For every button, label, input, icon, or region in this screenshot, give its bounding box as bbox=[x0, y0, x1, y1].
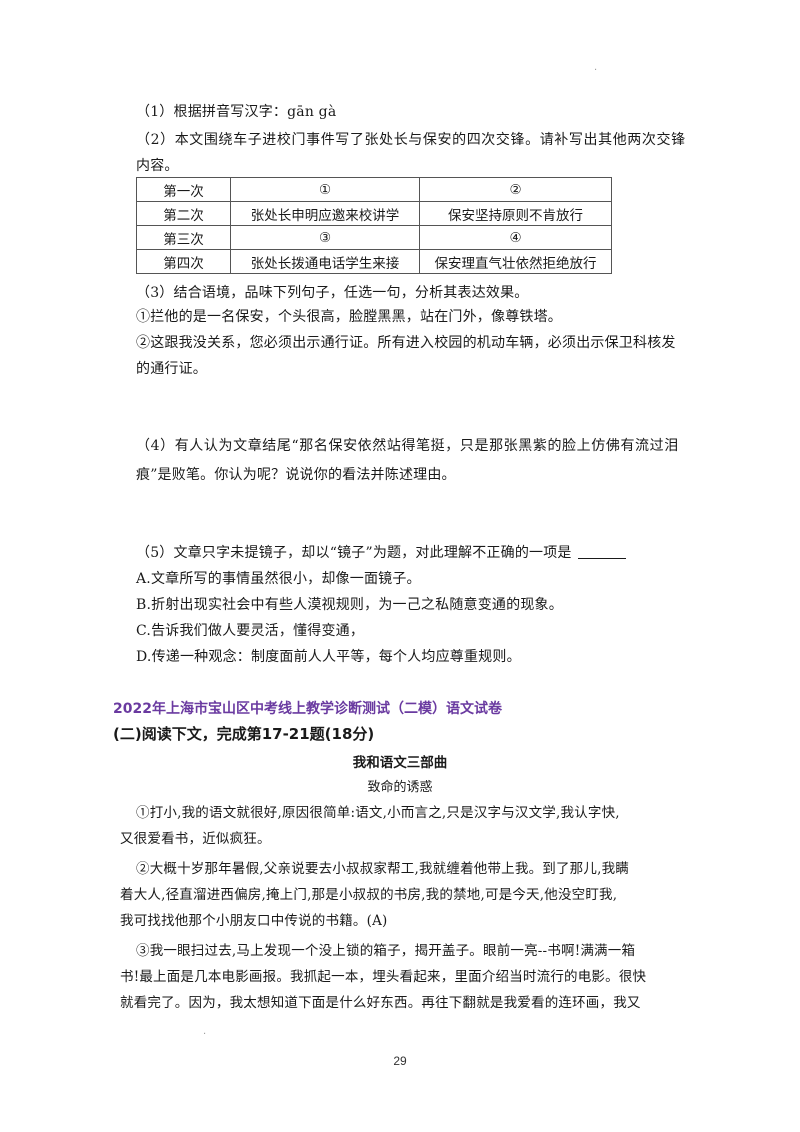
table-cell: 第三次 bbox=[136, 225, 231, 250]
article-line: ②大概十岁那年暑假,父亲说要去小叔叔家帮工,我就缠着他带上我。到了那儿,我瞒 bbox=[136, 861, 629, 877]
option-c: C.告诉我们做人要灵活，懂得变通， bbox=[136, 623, 365, 639]
question-2-line-2: 内容。 bbox=[136, 158, 179, 174]
question-1: （1）根据拼音写汉字：gān gà bbox=[136, 104, 337, 120]
answer-blank bbox=[577, 544, 626, 559]
scan-dot: . bbox=[203, 1026, 207, 1037]
table-cell: ② bbox=[419, 177, 612, 202]
table-row: 第三次 ③ ④ bbox=[136, 225, 612, 250]
article-line: ①打小,我的语文就很好,原因很简单:语文,小而言之,只是汉字与汉文学,我认字快, bbox=[136, 805, 620, 821]
article-line: 又很爱看书，近似疯狂。 bbox=[120, 831, 271, 847]
table-cell: 张处长拨通电话学生来接 bbox=[230, 249, 420, 274]
option-b: B.折射出现实社会中有些人漠视规则，为一己之私随意变通的现象。 bbox=[136, 597, 563, 613]
table-cell: 第一次 bbox=[136, 177, 231, 202]
table-cell: ③ bbox=[230, 225, 420, 250]
article-line: 着大人,径直溜进西偏房,掩上门,那是小叔叔的书房,我的禁地,可是今天,他没空盯我… bbox=[120, 887, 618, 903]
table-row: 第四次 张处长拨通电话学生来接 保安理直气壮依然拒绝放行 bbox=[136, 249, 612, 274]
question-5-text: （5）文章只字未提镜子，却以“镜子”为题，对此理解不正确的一项是 bbox=[136, 545, 572, 561]
exchange-table: 第一次 ① ② 第二次 张处长申明应邀来校讲学 保安坚持原则不肯放行 第三次 ③… bbox=[136, 177, 612, 274]
article-line: ③我一眼扫过去,马上发现一个没上锁的箱子，揭开盖子。眼前一亮--书啊!满满一箱 bbox=[136, 943, 636, 959]
question-5: （5）文章只字未提镜子，却以“镜子”为题，对此理解不正确的一项是 bbox=[136, 542, 626, 562]
article-line: 书!最上面是几本电影画报。我抓起一本，埋头看起来，里面介绍当时流行的电影。很快 bbox=[120, 969, 647, 985]
table-cell: 第四次 bbox=[136, 249, 231, 274]
question-4-line-2: 痕”是败笔。你认为呢？说说你的看法并陈述理由。 bbox=[136, 467, 456, 483]
question-3: （3）结合语境，品味下列句子，任选一句，分析其表达效果。 bbox=[136, 285, 529, 301]
exam-title: 2022年上海市宝山区中考线上教学诊断测试（二模）语文试卷 bbox=[113, 701, 502, 717]
table-row: 第一次 ① ② bbox=[136, 177, 612, 202]
article-title: 我和语文三部曲 bbox=[352, 755, 448, 771]
section-title: (二)阅读下文，完成第17-21题(18分) bbox=[113, 725, 375, 743]
article-line: 我可找找他那个小朋友口中传说的书籍。(A) bbox=[120, 913, 388, 929]
option-d: D.传递一种观念：制度面前人人平等，每个人均应尊重规则。 bbox=[136, 649, 521, 665]
scan-dot: . bbox=[594, 62, 598, 73]
article-line: 就看完了。因为，我太想知道下面是什么好东西。再往下翻就是我爱看的连环画，我又 bbox=[120, 995, 641, 1011]
table-row: 第二次 张处长申明应邀来校讲学 保安坚持原则不肯放行 bbox=[136, 201, 612, 226]
table-cell: 保安理直气壮依然拒绝放行 bbox=[419, 249, 612, 274]
option-a: A.文章所写的事情虽然很小，却像一面镜子。 bbox=[136, 571, 421, 587]
table-cell: ④ bbox=[419, 225, 612, 250]
question-4-line-1: （4）有人认为文章结尾“那名保安依然站得笔挺，只是那张黑紫的脸上仿佛有流过泪 bbox=[136, 438, 679, 454]
question-2-line-1: （2）本文围绕车子进校门事件写了张处长与保安的四次交锋。请补写出其他两次交锋 bbox=[136, 132, 686, 148]
question-3-sentence-2-line-2: 的通行证。 bbox=[136, 361, 207, 377]
article-subtitle: 致命的诱惑 bbox=[367, 780, 433, 795]
table-cell: 第二次 bbox=[136, 201, 231, 226]
page-number: 29 bbox=[393, 1054, 407, 1068]
question-3-sentence-2-line-1: ②这跟我没关系，您必须出示通行证。所有进入校园的机动车辆，必须出示保卫科核发 bbox=[136, 335, 676, 351]
table-cell: 保安坚持原则不肯放行 bbox=[419, 201, 612, 226]
question-3-sentence-1: ①拦他的是一名保安，个头很高，脸膛黑黑，站在门外，像尊铁塔。 bbox=[136, 309, 562, 325]
table-cell: ① bbox=[230, 177, 420, 202]
table-cell: 张处长申明应邀来校讲学 bbox=[230, 201, 420, 226]
